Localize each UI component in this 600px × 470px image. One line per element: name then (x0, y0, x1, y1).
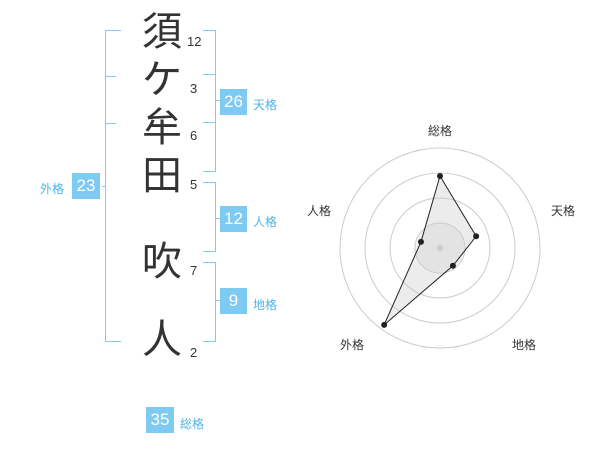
left-tick-3 (106, 123, 116, 124)
stroke-count-1: 12 (187, 34, 202, 49)
name-char-1: 須 (142, 9, 182, 55)
gaikaku-bracket-tick (102, 186, 106, 187)
radar-ring (389, 197, 491, 299)
tenkaku-bracket (203, 30, 216, 172)
soukaku-label: 総格 (180, 417, 205, 431)
jinkaku-bracket (203, 182, 216, 252)
jinkaku-badge: 12 (220, 206, 247, 232)
name-char-5: 吹 (142, 239, 182, 285)
radar-axis-label-jinkaku: 人格 (307, 204, 332, 218)
radar-axis-label-tenkaku: 天格 (551, 204, 576, 218)
name-char-3: 牟 (142, 105, 182, 151)
radar-polygon (383, 174, 477, 326)
chikaku-badge: 9 (220, 288, 247, 314)
stroke-count-2: 3 (190, 81, 198, 96)
right-tick-2 (203, 74, 215, 75)
radar-point-1 (473, 233, 480, 240)
tenkaku-bracket-tick (215, 100, 220, 101)
radar-axis-label-soukaku: 総格 (428, 124, 453, 138)
jinkaku-bracket-tick (215, 218, 220, 219)
name-char-4: 田 (142, 153, 182, 199)
jinkaku-label: 人格 (253, 215, 278, 229)
chikaku-bracket-tick (215, 300, 220, 301)
stroke-count-4: 5 (190, 177, 198, 192)
gaikaku-label: 外格 (40, 182, 65, 196)
name-char-2: ケ (142, 57, 182, 103)
stroke-count-3: 6 (190, 128, 198, 143)
chikaku-bracket (203, 262, 216, 342)
radar-points (381, 173, 480, 328)
left-tick-2 (106, 76, 116, 77)
radar-axis-label-chikaku: 地格 (512, 338, 537, 352)
radar-point-0 (437, 173, 443, 179)
stroke-count-5: 7 (190, 263, 198, 278)
radar-ring (339, 147, 541, 349)
right-tick-3 (203, 122, 215, 123)
tenkaku-badge: 26 (220, 89, 247, 115)
soukaku-badge: 35 (146, 407, 174, 433)
gaikaku-badge: 23 (72, 173, 100, 199)
radar-axis-label-gaikaku: 外格 (340, 338, 365, 352)
chikaku-label: 地格 (253, 298, 278, 312)
stroke-count-6: 2 (190, 345, 198, 360)
radar-point-2 (449, 262, 456, 269)
radar-point-3 (381, 321, 388, 328)
radar-point-4 (417, 238, 424, 245)
radar-center (437, 245, 443, 251)
tenkaku-label: 天格 (253, 98, 278, 112)
name-char-6: 人 (142, 317, 182, 363)
